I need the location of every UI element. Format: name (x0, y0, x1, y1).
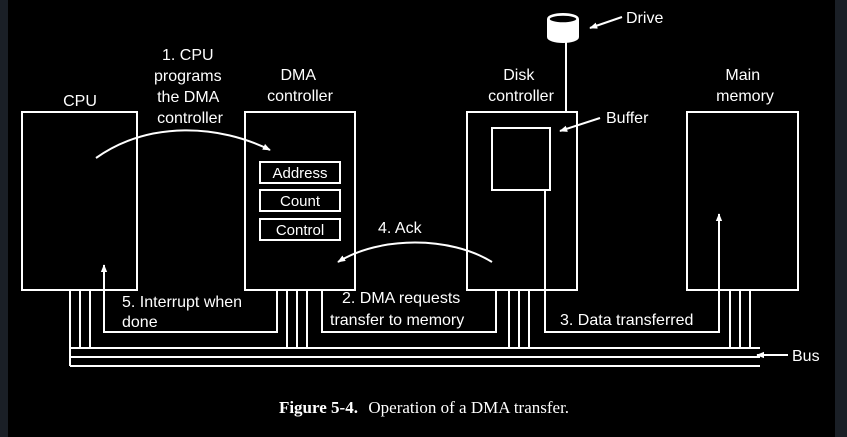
main-memory-box (686, 111, 799, 291)
step2-label: 2. DMA requests transfer to memory (330, 290, 465, 329)
bus-label: Bus (792, 348, 820, 365)
bus-lines (69, 347, 760, 367)
arrow-ack (337, 241, 493, 263)
cpu-box (21, 111, 138, 291)
arrow-drive-pointer (589, 16, 623, 29)
address-register (259, 161, 341, 184)
step5-label: 5. Interrupt when done (122, 294, 247, 331)
figure-caption: Figure 5-4. Operation of a DMA transfer. (279, 398, 569, 417)
step1-label: 1. CPU programs the DMA controller (154, 47, 226, 127)
address-register-label: Address (272, 165, 327, 182)
drive-icon (547, 13, 579, 43)
caption-text: Operation of a DMA transfer. (368, 398, 569, 417)
disk-controller-label: Disk controller (488, 67, 554, 105)
count-register-label: Count (280, 193, 321, 210)
step4-label: 4. Ack (378, 220, 423, 237)
control-register-label: Control (276, 222, 324, 239)
arrow-interrupt (100, 264, 278, 333)
count-register (259, 189, 341, 212)
main-memory-label: Main memory (716, 67, 774, 105)
arrow-cpu-programs-dma (95, 129, 271, 159)
arrow-dma-request (321, 290, 497, 333)
bus-drops (69, 290, 751, 348)
drive-label: Drive (626, 10, 663, 27)
arrow-data-transferred (544, 190, 723, 333)
cpu-label: CPU (63, 93, 97, 110)
step3-label: 3. Data transferred (560, 312, 693, 329)
dma-controller-label: DMA controller (267, 67, 333, 105)
buffer-label: Buffer (606, 110, 649, 127)
buffer-box (491, 127, 551, 191)
control-register (259, 218, 341, 241)
caption-figure-number: Figure 5-4. (279, 398, 358, 417)
arrow-buffer-pointer (559, 117, 601, 132)
